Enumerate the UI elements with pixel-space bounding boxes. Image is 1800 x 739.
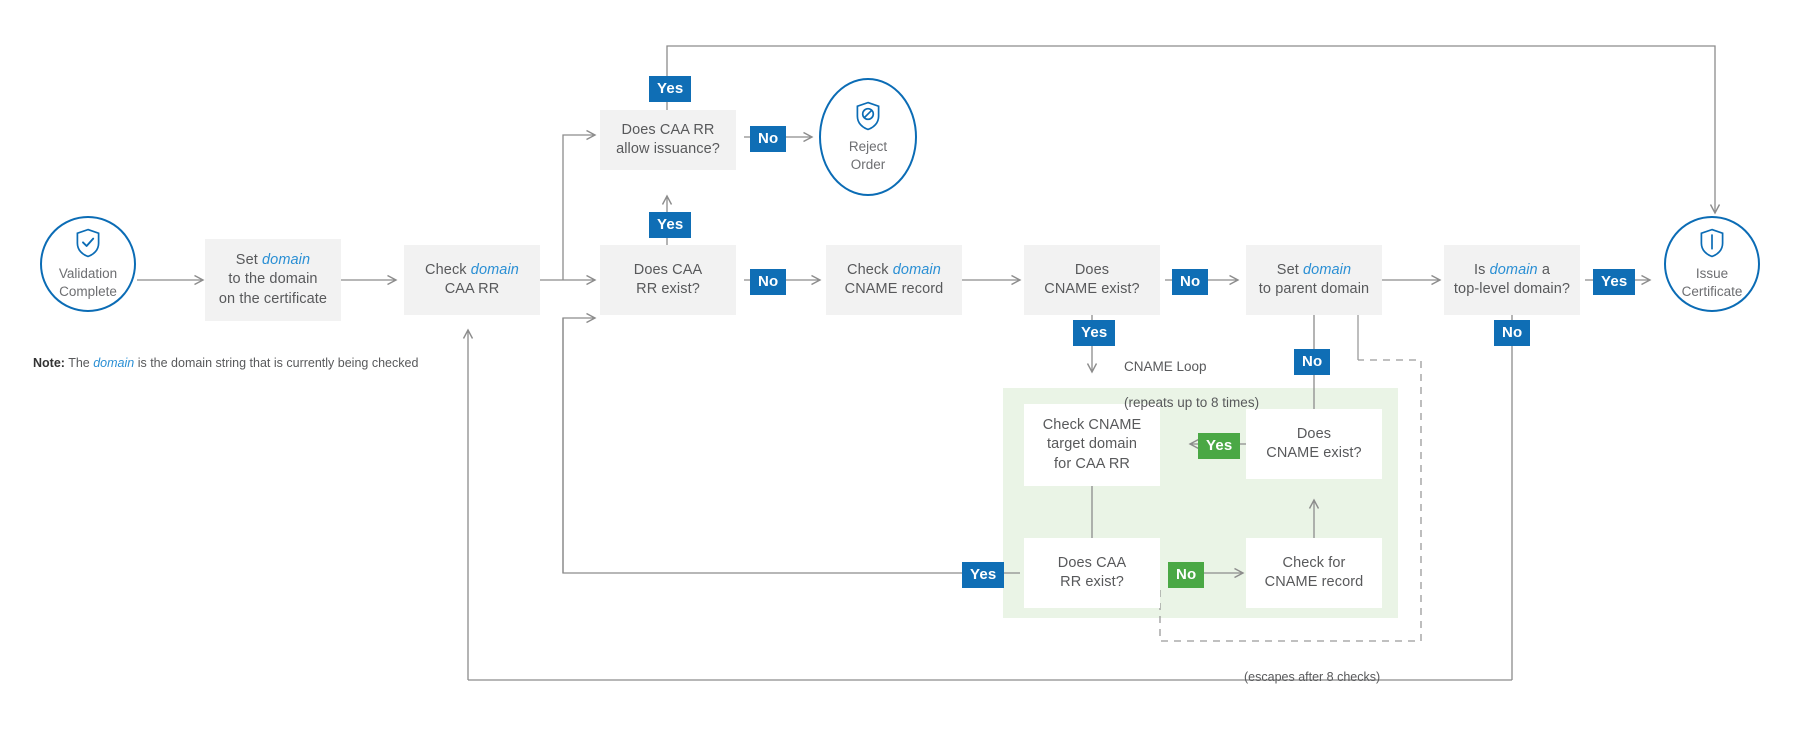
- node-line: CNAME exist?: [1044, 281, 1140, 297]
- node-line: Check for: [1282, 554, 1346, 571]
- badge-no-loop-return-to-parent: No: [1294, 349, 1331, 375]
- badge-yes-loop-exit: Yes: [962, 562, 1005, 588]
- node-line: CNAME record: [844, 281, 944, 297]
- shield-no-entry-icon: [855, 101, 881, 131]
- node-does-caa-rr-exist: Does CAA RR exist?: [600, 245, 736, 315]
- domain-token: domain: [93, 356, 135, 370]
- terminal-validation-complete: Validation Complete: [40, 216, 136, 312]
- terminal-caption-line1: Validation: [58, 266, 118, 282]
- badge-yes-caa-rr-exist: Yes: [649, 212, 692, 238]
- terminal-caption-line2: Complete: [59, 283, 117, 299]
- node-line: Set: [1276, 261, 1303, 278]
- node-line: RR exist?: [1060, 574, 1124, 590]
- node-set-domain-to-parent: Set domain to parent domain: [1246, 245, 1382, 315]
- terminal-caption-line2: Certificate: [1681, 283, 1743, 299]
- domain-token: domain: [262, 252, 311, 269]
- caption-cname-loop: CNAME Loop (repeats up to 8 times): [1124, 340, 1259, 430]
- caption-line1: CNAME Loop: [1124, 359, 1207, 375]
- terminal-caption-line2: Order: [850, 156, 886, 172]
- badge-no-caa-rr-exist: No: [750, 269, 787, 295]
- badge-no-cname-exist: No: [1172, 269, 1209, 295]
- node-set-domain-to-certificate: Set domain to the domain on the certific…: [205, 239, 341, 321]
- node-line: Check CNAME: [1042, 417, 1142, 434]
- terminal-reject-order: Reject Order: [819, 78, 917, 196]
- node-line: CNAME record: [1264, 574, 1364, 590]
- node-loop-does-caa-rr-exist: Does CAA RR exist?: [1024, 538, 1160, 608]
- node-check-domain-cname-record: Check domain CNAME record: [826, 245, 962, 315]
- shield-icon: [1699, 228, 1725, 258]
- node-line: to the domain: [228, 271, 318, 288]
- node-line: allow issuance?: [616, 141, 720, 157]
- terminal-issue-certificate: Issue Certificate: [1664, 216, 1760, 312]
- node-line: Is: [1473, 261, 1490, 278]
- node-line: Set: [235, 252, 262, 269]
- node-line: Does: [1074, 261, 1110, 278]
- node-line: on the certificate: [218, 290, 328, 307]
- domain-token: domain: [470, 261, 519, 278]
- badge-no-loop-caa-rr-exist: No: [1168, 562, 1205, 588]
- node-line: Does CAA: [1057, 554, 1127, 571]
- node-loop-check-cname-target-for-caa-rr: Check CNAME target domain for CAA RR: [1024, 404, 1160, 486]
- node-line: Check: [847, 261, 893, 278]
- node-does-cname-exist: Does CNAME exist?: [1024, 245, 1160, 315]
- node-line: for CAA RR: [1054, 455, 1130, 472]
- badge-yes-top-level-domain: Yes: [1593, 269, 1636, 295]
- node-line: a: [1537, 261, 1551, 278]
- note-part2: is the domain string that is currently b…: [134, 356, 419, 370]
- node-is-domain-top-level: Is domain a top-level domain?: [1444, 245, 1580, 315]
- node-line: CNAME exist?: [1266, 445, 1362, 461]
- badge-no-allow-issuance: No: [750, 126, 787, 152]
- node-line: target domain: [1047, 436, 1137, 453]
- caption-line2: (repeats up to 8 times): [1124, 395, 1260, 411]
- domain-token: domain: [1489, 261, 1538, 278]
- badge-no-top-level-domain: No: [1494, 320, 1531, 346]
- node-line: CAA RR: [444, 281, 500, 297]
- node-line: top-level domain?: [1453, 281, 1571, 297]
- node-line: Does CAA RR: [621, 121, 715, 138]
- domain-token: domain: [1303, 261, 1352, 278]
- shield-check-icon: [75, 228, 101, 258]
- terminal-caption-line1: Issue: [1695, 266, 1729, 282]
- node-line: Does: [1296, 425, 1332, 442]
- badge-yes-loop-cname-exist: Yes: [1198, 433, 1241, 459]
- terminal-caption-line1: Reject: [848, 139, 888, 155]
- node-check-domain-caa-rr: Check domain CAA RR: [404, 245, 540, 315]
- note-part1: The: [64, 356, 94, 370]
- node-loop-check-for-cname-record: Check for CNAME record: [1246, 538, 1382, 608]
- node-line: RR exist?: [636, 281, 700, 297]
- node-line: Check: [425, 261, 471, 278]
- caption-escapes-after-8-checks: (escapes after 8 checks): [1244, 669, 1381, 684]
- node-loop-does-cname-exist: Does CNAME exist?: [1246, 409, 1382, 479]
- note-prefix: Note:: [33, 356, 65, 370]
- node-line: Does CAA: [633, 261, 703, 278]
- node-line: to parent domain: [1258, 281, 1370, 297]
- note-domain-definition: Note: The domain is the domain string th…: [33, 356, 418, 370]
- badge-yes-allow-issuance: Yes: [649, 76, 692, 102]
- badge-yes-cname-exist: Yes: [1073, 320, 1116, 346]
- domain-token: domain: [892, 261, 941, 278]
- node-does-caa-rr-allow-issuance: Does CAA RR allow issuance?: [600, 110, 736, 170]
